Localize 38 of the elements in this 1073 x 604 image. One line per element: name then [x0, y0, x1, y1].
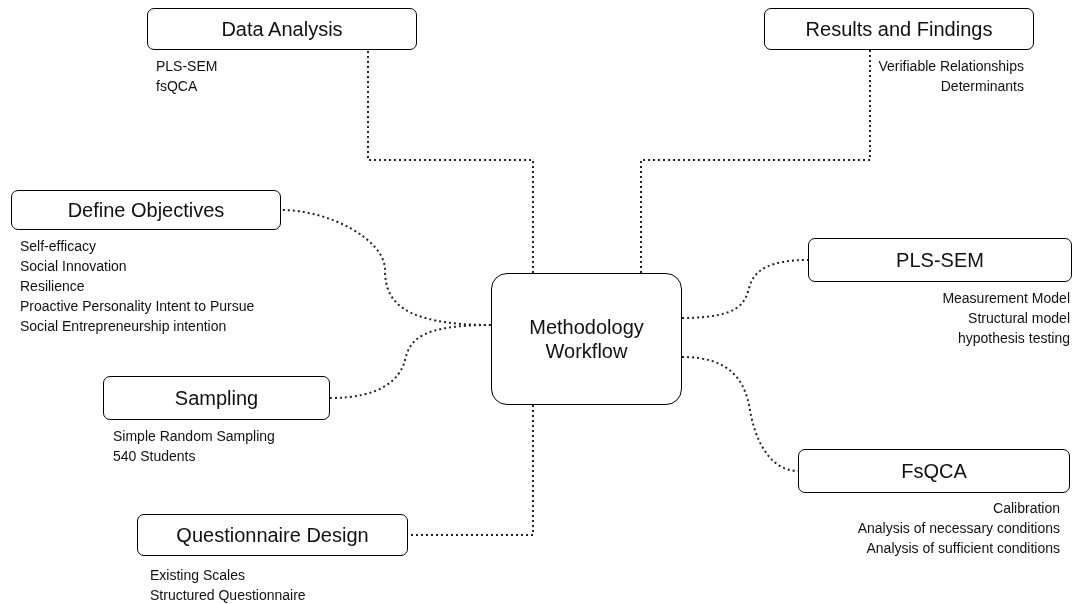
note-text: Structured Questionnaire — [150, 586, 307, 604]
note-text: Structural model — [967, 309, 1070, 328]
box-title: Results and Findings — [805, 17, 993, 41]
step-box — [103, 376, 330, 420]
box-title: Questionnaire Design — [176, 523, 369, 547]
box-title: Sampling — [174, 386, 259, 410]
note-text: hypothesis testing — [956, 329, 1070, 348]
note-text: Verifiable Relationships — [877, 57, 1024, 76]
dotted-connector — [367, 49, 534, 274]
note-text: Measurement Model — [941, 289, 1070, 308]
note-text: Determinants — [939, 77, 1024, 96]
step-box — [11, 190, 281, 230]
step-box — [764, 8, 1034, 50]
step-box — [798, 449, 1070, 493]
note-text: Social Entrepreneurship intention — [20, 317, 228, 336]
note-text: Analysis of sufficient conditions — [865, 539, 1060, 558]
box-title: Methodology Workflow — [528, 315, 645, 363]
note-text: Resilience — [20, 277, 86, 296]
note-text: PLS-SEM — [156, 57, 219, 76]
note-text: Social Innovation — [20, 257, 128, 276]
dotted-connector — [329, 324, 492, 399]
note-text: Simple Random Sampling — [113, 427, 276, 446]
box-title: Define Objectives — [67, 198, 225, 222]
box-title: PLS-SEM — [896, 248, 984, 272]
box-title: Data Analysis — [221, 17, 343, 41]
step-box — [147, 8, 417, 50]
note-text: Proactive Personality Intent to Pursue — [20, 297, 256, 316]
step-box — [137, 514, 408, 556]
dotted-connector — [640, 49, 871, 274]
note-text: 540 Students — [113, 447, 197, 466]
box-title: FsQCA — [901, 459, 967, 483]
note-text: Existing Scales — [150, 566, 246, 585]
note-text: fsQCA — [156, 77, 199, 96]
note-text: Analysis of necessary conditions — [856, 519, 1060, 538]
step-box — [808, 238, 1072, 282]
note-text: Calibration — [992, 499, 1060, 518]
note-text: Self-efficacy — [20, 237, 97, 256]
central-box — [491, 273, 682, 405]
